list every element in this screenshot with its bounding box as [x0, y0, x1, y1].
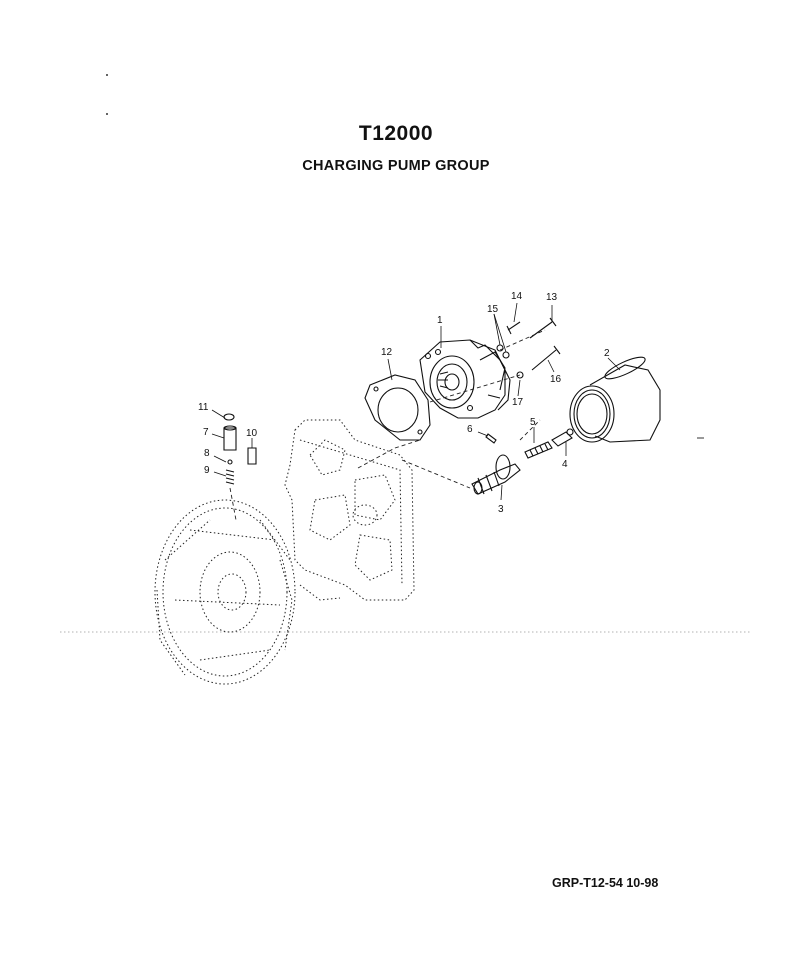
callout-3: 3 — [498, 504, 504, 515]
page-title: T12000 — [358, 122, 434, 145]
assembly-lines — [229, 329, 546, 521]
transmission-housing — [284, 419, 415, 601]
callout-2: 2 — [604, 348, 610, 359]
charging-pump — [419, 339, 511, 419]
pump-drive-shaft — [471, 454, 521, 495]
callout-5: 5 — [530, 417, 536, 428]
callout-8: 8 — [204, 448, 210, 459]
callout-9: 9 — [204, 465, 210, 476]
scan-speck — [106, 74, 108, 76]
callout-13: 13 — [546, 292, 558, 303]
filter-canister — [569, 356, 661, 443]
callout-leaders — [211, 302, 621, 501]
callout-11: 11 — [198, 402, 209, 413]
relief-valve-parts — [223, 413, 257, 485]
callout-12: 12 — [381, 347, 393, 358]
callout-14: 14 — [511, 291, 523, 302]
fitting-and-spring — [524, 428, 574, 459]
callout-4: 4 — [562, 459, 568, 470]
pump-gasket — [364, 374, 431, 441]
flywheel-housing — [154, 499, 296, 685]
callout-7: 7 — [203, 427, 209, 438]
callout-6: 6 — [467, 424, 473, 435]
mounting-bolts — [496, 317, 561, 379]
callout-15: 15 — [487, 304, 499, 315]
callout-numbers: 1 2 3 4 5 6 7 8 9 10 11 12 13 14 15 16 1… — [198, 291, 610, 515]
callout-1: 1 — [437, 315, 443, 326]
callout-16: 16 — [550, 374, 562, 385]
callout-17: 17 — [512, 397, 524, 408]
dowel-pin — [485, 433, 497, 444]
page-subtitle: CHARGING PUMP GROUP — [302, 158, 490, 174]
scan-speck — [106, 113, 108, 115]
document-code: GRP-T12-54 10-98 — [552, 876, 659, 890]
callout-10: 10 — [246, 428, 258, 439]
